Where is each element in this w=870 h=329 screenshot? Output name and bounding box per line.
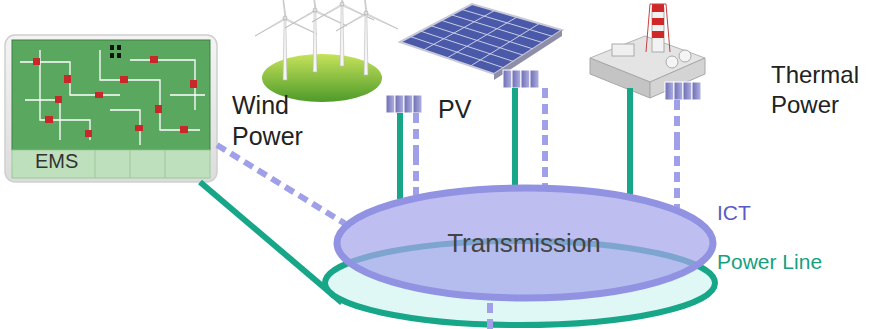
illustration-part	[20, 62, 120, 95]
node-label: Wind Power	[232, 90, 312, 153]
illustration-part	[652, 18, 664, 25]
illustration-part	[590, 58, 650, 98]
illustration-part	[95, 150, 96, 178]
illustration-part	[451, 15, 542, 43]
power-line-label: Power Line	[717, 249, 822, 275]
power-line	[512, 135, 518, 185]
illustration-part	[652, 8, 664, 52]
illustration-part	[674, 100, 680, 140]
illustration-part	[255, 0, 317, 80]
illustration-part	[12, 40, 210, 150]
illustration-part	[666, 56, 678, 68]
illustration-part	[20, 50, 205, 145]
node-label: EMS	[35, 149, 78, 174]
node-label: PV	[438, 94, 471, 125]
node-label: Thermal Power	[771, 60, 867, 120]
ict-link	[487, 303, 493, 329]
illustration-part	[130, 150, 131, 178]
illustration-part	[397, 113, 403, 155]
illustration-part	[652, 4, 664, 12]
illustration-part	[85, 130, 92, 137]
illustration-part	[410, 37, 503, 68]
illustration-part	[155, 105, 162, 113]
illustration-part	[646, 4, 670, 52]
illustration-part	[679, 50, 691, 62]
ict-ring	[337, 188, 713, 298]
pv-source: PV	[383, 0, 563, 135]
illustration-part	[665, 82, 701, 100]
illustration-part	[400, 4, 562, 74]
illustration-part	[180, 126, 188, 133]
ems-console	[5, 35, 217, 182]
illustration-part	[503, 70, 539, 88]
illustration-part	[150, 56, 158, 63]
illustration-part	[612, 44, 634, 56]
illustration-part	[33, 58, 40, 65]
illustration-part	[45, 116, 53, 123]
illustration-part	[165, 150, 166, 178]
illustration-part	[64, 75, 71, 83]
pv-array	[400, 4, 562, 135]
ict-link	[413, 155, 419, 195]
illustration-part	[431, 26, 523, 55]
illustration-part	[336, 0, 398, 75]
node-label: Transmission	[447, 227, 601, 260]
illustration-part	[40, 50, 90, 140]
illustration-part	[5, 35, 217, 182]
ict-link	[217, 145, 345, 224]
illustration-part	[190, 80, 197, 88]
illustration-part	[55, 96, 62, 103]
illustration-part	[512, 88, 518, 135]
power-line	[627, 140, 633, 195]
illustration-part	[413, 113, 419, 155]
illustration-part	[135, 125, 143, 131]
illustration-part	[117, 53, 121, 58]
ems-panel: EMS	[5, 35, 217, 182]
illustration-part	[170, 94, 205, 95]
illustration-part	[441, 20, 533, 49]
illustration-part	[627, 88, 633, 140]
illustration-part	[117, 45, 121, 50]
illustration-part	[130, 60, 195, 110]
illustration-part	[95, 92, 103, 98]
illustration-part	[652, 31, 664, 38]
ict-label: ICT	[717, 200, 751, 226]
illustration-part	[33, 56, 197, 137]
illustration-part	[110, 45, 121, 58]
illustration-part	[542, 88, 548, 135]
thermal-plant	[590, 4, 705, 140]
power-line	[397, 155, 403, 199]
wind-power-source: Wind Power	[228, 0, 425, 155]
illustration-part	[386, 95, 422, 113]
illustration-part	[120, 76, 128, 83]
illustration-part	[110, 45, 114, 50]
transmission-network: Transmission	[320, 183, 725, 329]
illustration-part	[421, 31, 514, 61]
illustration-part	[12, 150, 210, 178]
ict-link	[674, 140, 680, 208]
illustration-part	[285, 0, 347, 72]
illustration-part	[110, 53, 114, 58]
thermal-power-source: Thermal Power	[585, 0, 869, 140]
illustration-part	[100, 50, 200, 130]
ict-link	[542, 135, 548, 185]
illustration-part	[25, 100, 60, 140]
power-line	[200, 182, 342, 303]
